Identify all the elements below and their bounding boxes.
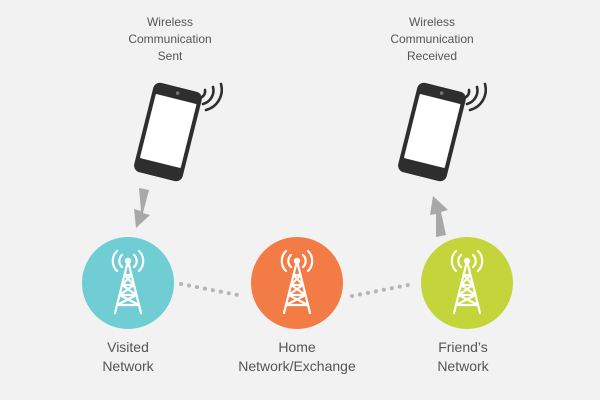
wifi-signal-icon	[198, 82, 224, 112]
dotted-link-visited-home	[179, 282, 245, 298]
network-circle	[421, 237, 513, 329]
caption-line: Received	[406, 49, 458, 63]
caption-line: Wireless	[146, 15, 193, 29]
caption-friends-network: Friend’s Network	[403, 338, 523, 376]
wifi-signal-icon	[462, 82, 488, 112]
network-circle	[82, 237, 174, 329]
caption-line: Home	[278, 339, 316, 355]
caption-line: Network	[102, 358, 154, 374]
caption-line: Friend’s	[438, 339, 488, 355]
arrow-down-icon	[134, 188, 150, 228]
smartphone-received	[398, 82, 488, 182]
caption-line: Network/Exchange	[238, 358, 356, 374]
radio-tower-icon	[450, 249, 484, 315]
friends-network-node	[421, 237, 513, 329]
caption-home-network: Home Network/Exchange	[227, 338, 367, 376]
caption-line: Communication	[390, 32, 474, 46]
smartphone-icon	[134, 82, 202, 182]
smartphone-sent	[134, 82, 224, 182]
caption-communication-sent: Wireless Communication Sent	[110, 14, 230, 65]
radio-tower-icon	[111, 249, 145, 315]
network-circle	[251, 237, 343, 329]
visited-network-node	[82, 237, 174, 329]
caption-line: Sent	[157, 49, 183, 63]
caption-line: Network	[437, 358, 489, 374]
caption-line: Wireless	[408, 15, 455, 29]
caption-communication-received: Wireless Communication Received	[372, 14, 492, 65]
smartphone-icon	[398, 82, 466, 182]
caption-line: Visited	[107, 339, 149, 355]
arrow-up-icon	[430, 196, 448, 237]
caption-line: Communication	[128, 32, 212, 46]
dotted-link-home-friend	[350, 282, 415, 298]
home-network-node	[251, 237, 343, 329]
radio-tower-icon	[280, 249, 314, 315]
caption-visited-network: Visited Network	[68, 338, 188, 376]
